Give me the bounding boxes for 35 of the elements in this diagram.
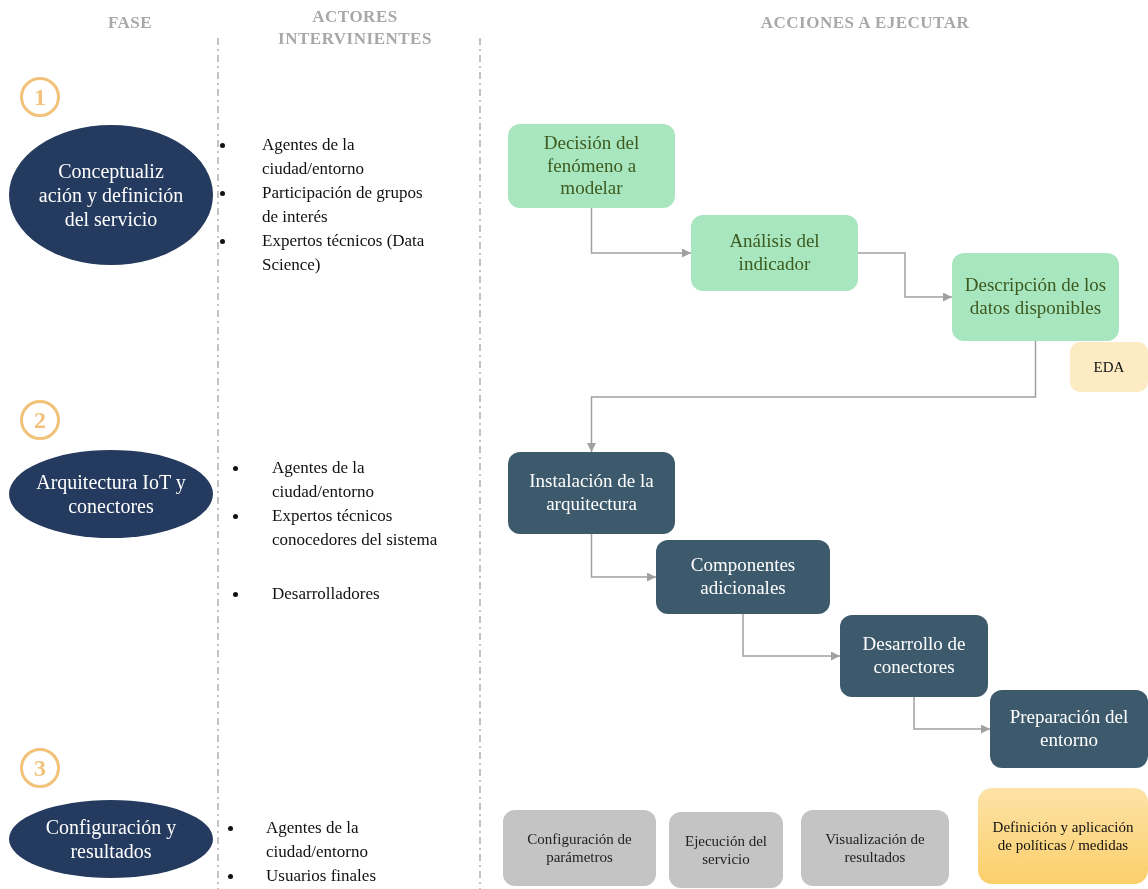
actor-item: Expertos técnicos (Data Science): [262, 230, 426, 276]
arrow: [590, 533, 657, 582]
process-box: Análisis del indicador: [691, 215, 858, 291]
actor-item: Expertos técnicos conocedores del sistema: [272, 505, 439, 551]
process-box: Visualización de resultados: [801, 810, 949, 886]
actor-item: Usuarios finales: [266, 865, 377, 887]
phase-oval: Conceptualiz ación y definición del servicio: [9, 125, 213, 265]
actor-item: Agentes de la ciudad/entorno: [272, 457, 375, 503]
step-number-circle: 3: [20, 748, 60, 788]
arrow: [587, 340, 1037, 453]
process-box: Preparación del entorno: [990, 690, 1148, 768]
arrow: [742, 613, 841, 661]
phase-oval: Arquitectura IoT y conectores: [9, 450, 213, 538]
actor-item: Desarrolladores: [272, 583, 381, 605]
process-box: Decisión del fenómeno a modelar: [508, 124, 675, 208]
process-box: Ejecución del servicio: [669, 812, 783, 888]
step-number-circle: 2: [20, 400, 60, 440]
step-number-circle: 1: [20, 77, 60, 117]
process-box: Componentes adicionales: [656, 540, 830, 614]
actor-item: Participación de grupos de interés: [262, 182, 424, 228]
actor-item: Agentes de la ciudad/entorno: [266, 817, 369, 863]
process-box: Definición y aplicación de políticas / medidas: [978, 788, 1148, 884]
column-header: FASE: [106, 12, 154, 34]
phase-oval: Configuración y resultados: [9, 800, 213, 878]
arrow: [913, 696, 991, 734]
process-box: Instalación de la arquitectura: [508, 452, 675, 534]
column-header: ACCIONES A EJECUTAR: [759, 12, 971, 34]
arrow: [590, 207, 692, 258]
arrow: [857, 252, 953, 302]
column-header: ACTORES INTERVINIENTES: [277, 6, 433, 50]
process-box: Desarrollo de conectores: [840, 615, 988, 697]
process-box: Descripción de los datos disponibles: [952, 253, 1119, 341]
process-box: Configuración de parámetros: [503, 810, 656, 886]
actor-item: Agentes de la ciudad/entorno: [262, 134, 365, 180]
process-box: EDA: [1070, 342, 1148, 392]
